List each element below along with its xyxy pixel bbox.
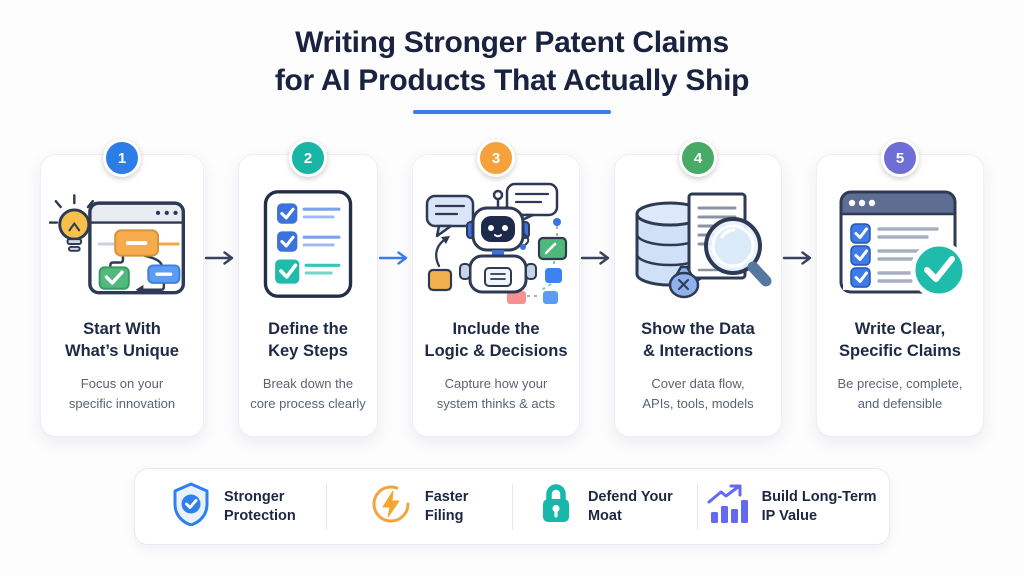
flow-arrow xyxy=(378,249,412,267)
step-card-3: 3 xyxy=(412,139,580,438)
growth-chart-icon xyxy=(705,484,749,529)
flow-arrow xyxy=(782,249,816,267)
step-number-badge: 1 xyxy=(103,139,141,178)
step-number-badge: 3 xyxy=(477,139,515,178)
step-number-badge: 4 xyxy=(679,139,717,178)
checklist-icon xyxy=(250,179,366,309)
step-title: Show the Data& Interactions xyxy=(641,320,755,360)
step-card-4: 4 xyxy=(614,139,782,438)
shield-check-icon xyxy=(171,482,211,531)
step-description: Cover data flow,APIs, tools, models xyxy=(642,376,754,411)
steps-row: 1 xyxy=(40,139,984,438)
lightning-icon xyxy=(370,483,412,530)
divider xyxy=(325,483,327,530)
step-number-badge: 2 xyxy=(289,139,327,178)
claims-checklist-icon xyxy=(825,179,975,309)
step-card-1: 1 xyxy=(40,139,204,438)
flow-arrow xyxy=(580,249,614,267)
title-line-1: Writing Stronger Patent Claims xyxy=(295,26,729,59)
divider xyxy=(697,483,699,530)
title-line-2: for AI Products That Actually Ship xyxy=(274,64,750,98)
divider xyxy=(511,483,513,530)
robot-icon xyxy=(421,179,571,309)
database-search-icon xyxy=(623,179,773,309)
lightbulb-flowchart-icon xyxy=(49,179,195,309)
step-title: Write Clear,Specific Claims xyxy=(839,320,961,360)
step-number-badge: 5 xyxy=(881,139,919,178)
lock-icon xyxy=(537,483,575,530)
title-underline xyxy=(413,110,611,115)
step-description: Be precise, complete,and defensible xyxy=(837,376,963,411)
header: Writing Stronger Patent Claims for AI Pr… xyxy=(0,0,1024,115)
page-title: Writing Stronger Patent Claims for AI Pr… xyxy=(0,24,1024,100)
flow-arrow xyxy=(204,249,238,267)
step-card-5: 5 xyxy=(816,139,984,438)
